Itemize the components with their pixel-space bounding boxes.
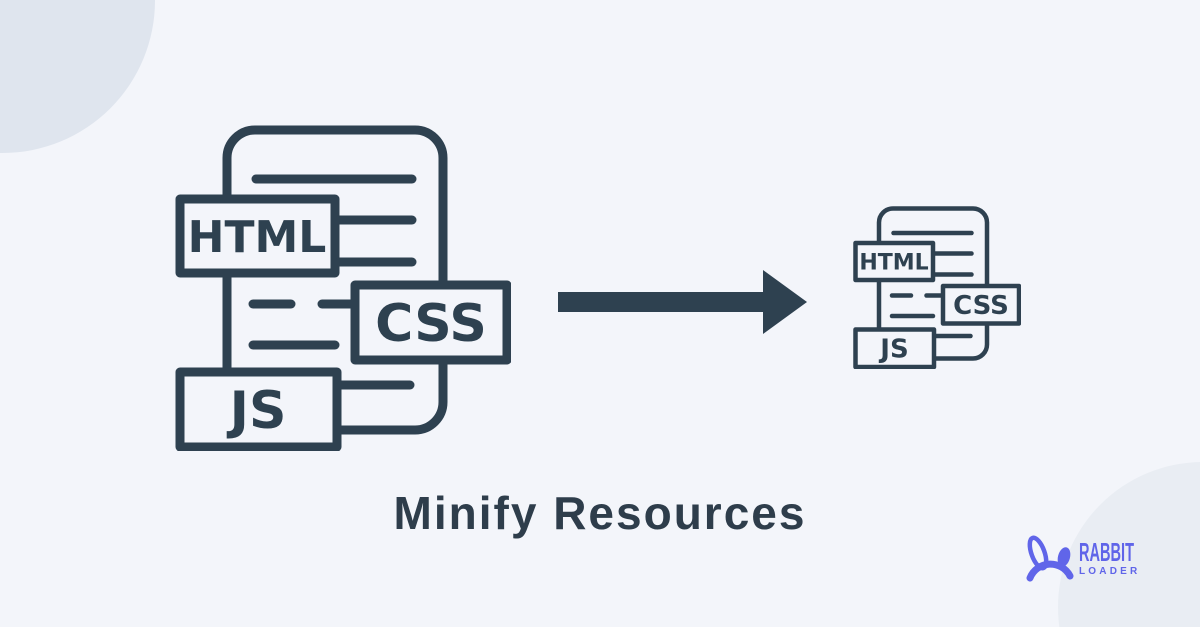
- css-label-small: CSS: [953, 291, 1009, 321]
- html-label: HTML: [188, 212, 327, 263]
- logo-text-loader: LOADER: [1079, 566, 1141, 577]
- js-label-small: JS: [878, 335, 908, 365]
- rabbit-ears-icon: [1026, 535, 1074, 582]
- js-label: JS: [227, 381, 287, 441]
- decorative-circle-top-left: [0, 0, 155, 153]
- rabbitloader-logo: RABBIT LOADER: [1026, 531, 1177, 583]
- logo-text: RABBIT LOADER: [1079, 537, 1177, 577]
- page-title: Minify Resources: [393, 487, 807, 539]
- css-label: CSS: [375, 294, 487, 354]
- html-label-small: HTML: [859, 251, 928, 276]
- minify-arrow-icon: [558, 270, 807, 334]
- minified-resources-icon: HTML CSS JS: [853, 206, 1021, 369]
- original-resources-icon: HTML CSS JS: [175, 125, 511, 451]
- logo-text-rabbit: RABBIT: [1079, 537, 1135, 567]
